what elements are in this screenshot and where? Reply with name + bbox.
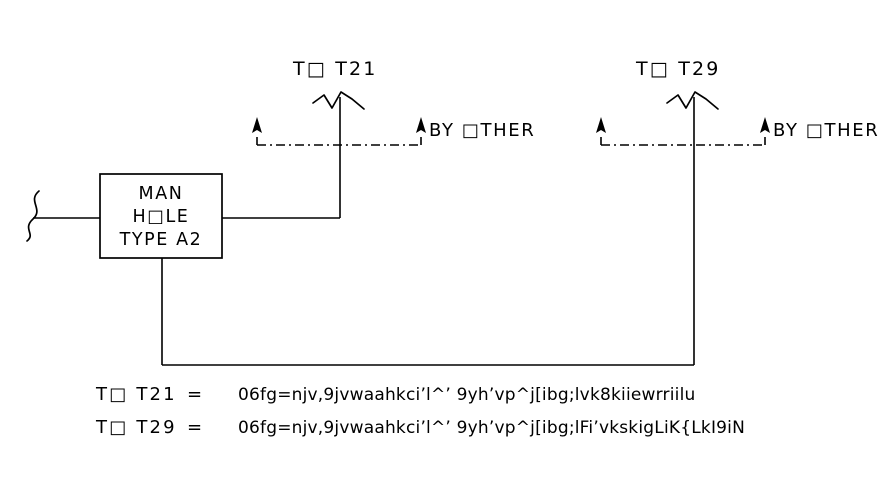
legend-row: T□ T21 = 06fg=njv,9jvwaahkci’l^’ 9yh’vp^… [95,384,695,405]
legend-value-t21: 06fg=njv,9jvwaahkci’l^’ 9yh’vp^j[ibg;lvk… [238,385,695,405]
byother-label-t21: BY □THER [429,120,535,141]
t21-branch-run [222,91,365,219]
t21-dim-right-arrow-icon [416,117,426,133]
legend-equals-t29: = [187,417,204,438]
pipe-break-zigzag-icon [312,91,365,110]
riser-label-t29: T□ T29 [635,58,721,80]
manhole-box[interactable] [99,173,223,259]
t21-dim-left-arrow-icon [252,117,262,133]
t29-dim-left-arrow-icon [596,117,606,133]
t29-branch-run [161,91,719,366]
manhole-label-line2: H□LE [133,207,190,227]
legend-row: T□ T29 = 06fg=njv,9jvwaahkci’l^’ 9yh’vp^… [95,417,745,438]
legend-value-t29: 06fg=njv,9jvwaahkci’l^’ 9yh’vp^j[ibg;lFi… [238,418,745,438]
incoming-main-run [26,190,100,242]
t21-dimension-group [252,117,426,146]
legend-key-t21: T□ T21 [95,384,177,405]
t29-dimension-group [596,117,770,146]
t29-dim-right-arrow-icon [760,117,770,133]
pipe-break-squiggle-icon [26,190,40,242]
manhole-label-line3: TYPE A2 [119,230,203,250]
legend-key-t29: T□ T29 [95,417,177,438]
legend-equals-t21: = [187,384,204,405]
manhole-box-outline [99,173,223,259]
riser-label-t21: T□ T21 [292,58,378,80]
byother-label-t29: BY □THER [773,120,879,141]
pipe-break-zigzag-icon [666,91,719,110]
manhole-label-line1: MAN [139,184,184,204]
